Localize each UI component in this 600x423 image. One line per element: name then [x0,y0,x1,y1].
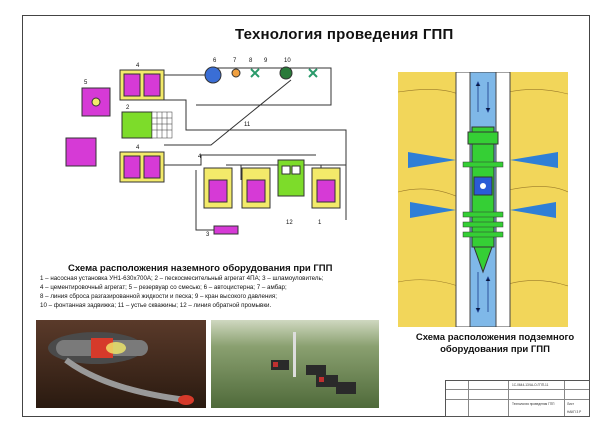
perforator-tool [462,126,504,274]
surface-equipment-diagram: 5 4 4 6 7 8 9 10 11 2 1 12 3 4 [65,58,347,238]
mix-tank-5 [121,111,153,139]
num-label: 4 [198,154,202,160]
page-title: Технология проведения ГПП [235,26,454,43]
legend-line: 8 – линия сброса разгазированной жидкост… [40,293,277,301]
num-label: 3 [206,232,210,238]
legend-line: 10 – фонтанная задвижка; 11 – устье сква… [40,302,272,310]
legend: 1 – насосная установка УН1-630х700А; 2 –… [40,274,380,310]
num-label: 5 [84,80,88,86]
flow-arrows [475,81,491,313]
num-label: 12 [286,220,293,226]
subsurface-caption: Схема расположения подземного оборудован… [415,332,575,355]
num-label: 9 [264,58,268,64]
high-pressure-valve-9 [250,68,260,78]
legend-line: 1 – насосная установка УН1-630х700А; 2 –… [40,275,324,282]
surface-caption: Схема расположения наземного оборудовани… [68,263,333,274]
pit-7 [204,66,222,84]
title-block: 1С-0644-13ЧА-О-ГПП-11 Технология проведе… [445,380,590,417]
stamp-sheet: Лист [567,402,574,406]
stamp-code: 1С-0644-13ЧА-О-ГПП-11 [512,383,549,387]
pump-unit-row [203,159,341,209]
rock-hatching [398,89,568,287]
num-label: 6 [213,58,217,64]
wellhead-11 [279,66,293,80]
subsurface-equipment-diagram [398,72,568,327]
drawing-frame [22,15,590,417]
field-photo [211,320,379,408]
num-label: 4 [136,63,140,69]
num-label: 1 [318,220,322,226]
legend-line: 4 – цементировочный агрегат; 5 – резерву… [40,284,287,292]
sludge-catcher-3 [213,225,239,235]
num-label: 10 [284,58,291,64]
tanker-6-bottom [65,137,97,167]
relief-line-8 [231,68,241,78]
stamp-title: Технология проведения ГПП [512,402,555,406]
num-label: 7 [233,58,237,64]
num-label: 11 [244,122,251,128]
stamp-doc-code: НАКП 3 Р [567,410,582,414]
gate-valve-10 [308,68,318,78]
num-label: 8 [249,58,253,64]
num-label: 2 [126,105,130,111]
downhole-photo [36,320,206,408]
jet-streams [408,152,558,218]
num-label: 4 [136,145,140,151]
